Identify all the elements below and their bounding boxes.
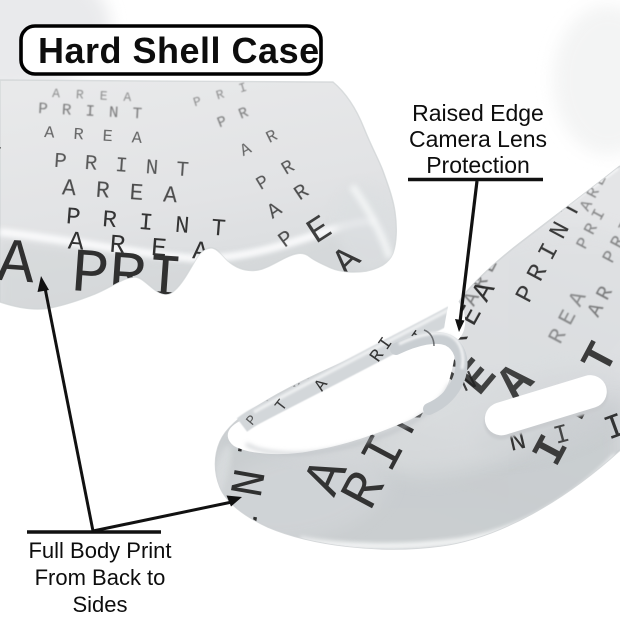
svg-text:PRI: PRI: [69, 238, 185, 317]
svg-text:T: T: [0, 144, 20, 169]
svg-text:T: T: [0, 196, 20, 226]
svg-text:Hard Shell Case: Hard Shell Case: [38, 30, 320, 71]
svg-text:Protection: Protection: [426, 152, 530, 178]
svg-text:A: A: [0, 168, 19, 196]
svg-text:Camera Lens: Camera Lens: [409, 126, 547, 152]
svg-text:Full Body Print: Full Body Print: [28, 538, 171, 563]
svg-text:Sides: Sides: [72, 592, 127, 617]
svg-text:I: I: [550, 419, 573, 452]
svg-text:From Back to: From Back to: [35, 565, 166, 590]
svg-text:Raised Edge: Raised Edge: [412, 100, 544, 126]
svg-text:AREA: AREA: [52, 86, 148, 106]
svg-text:A: A: [0, 228, 38, 301]
svg-text:I: I: [0, 217, 23, 250]
